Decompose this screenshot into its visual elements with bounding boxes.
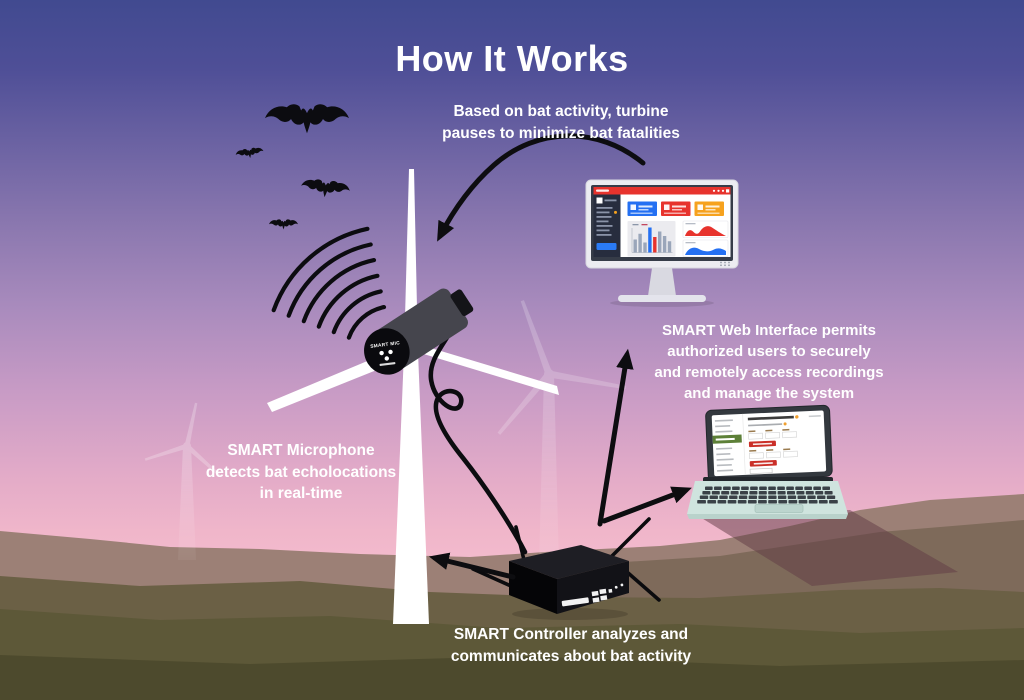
note-line: communicates about bat activity [450, 647, 692, 665]
laptop-base [687, 481, 848, 519]
bat-icon [235, 146, 265, 160]
dashboard-sidebar-button [596, 243, 617, 250]
laptop-screen [705, 404, 833, 482]
sound-waves-icon [271, 226, 387, 340]
dashboard-area-chart-blue [682, 239, 729, 257]
controller-antenna [514, 525, 526, 562]
stat-card [661, 201, 691, 216]
note-line: authorized users to securely [667, 343, 871, 360]
note-controller: SMART Controller analyzes and communicat… [421, 624, 721, 667]
note-line: and remotely access recordings [654, 364, 884, 381]
dashboard-app [593, 187, 731, 257]
arrow-controller-to-monitor [597, 348, 634, 527]
page-title: How It Works [395, 38, 629, 80]
note-web-interface: SMART Web Interface permits authorized u… [639, 320, 899, 404]
turbine-blade-right [411, 342, 559, 395]
stat-card [694, 201, 724, 216]
note-line: detects bat echolocations [205, 463, 397, 481]
note-line: SMART Web Interface permits [662, 322, 876, 339]
dashboard-area-chart-red [682, 220, 729, 238]
controller-antenna [610, 517, 651, 558]
note-line: pauses to minimize bat fatalities [442, 124, 680, 142]
controller-left-face [509, 561, 557, 614]
monitor-speaker-dots [720, 261, 730, 267]
note-line: SMART Controller analyzes and [453, 626, 689, 643]
laptop [687, 404, 958, 586]
note-line: in real-time [259, 485, 343, 502]
stat-card [627, 201, 657, 216]
bat-icon [265, 104, 349, 134]
monitor-stand [648, 268, 676, 296]
laptop-keyboard [697, 486, 838, 504]
bats [235, 104, 351, 230]
laptop-shadow [700, 510, 958, 586]
smart-controller [471, 517, 661, 620]
turbine-tower [393, 352, 429, 624]
controller-top [509, 545, 629, 579]
dashboard-topbar [593, 187, 731, 195]
arrow-controller-to-laptop [601, 486, 692, 524]
laptop-form [747, 415, 821, 475]
arrow-controller-to-turbine [428, 552, 516, 580]
arrows [428, 133, 692, 580]
note-line: and manage the system [683, 385, 855, 402]
arrow-monitor-to-turbine [437, 133, 646, 242]
mic-face-label: SMART MIC [370, 340, 401, 350]
ghost-turbine-left [144, 402, 221, 560]
controller-antenna [625, 570, 661, 602]
controller-antenna [471, 567, 513, 588]
note-turbine-pause: Based on bat activity, turbine pauses to… [411, 101, 711, 144]
note-line: Based on bat activity, turbine [453, 103, 669, 120]
laptop-sidebar [712, 413, 746, 475]
mic-rear-cap [450, 289, 474, 317]
laptop-trackpad [754, 504, 804, 513]
hill-foreground-dark [0, 655, 1024, 700]
mic-cable [428, 298, 528, 555]
note-microphone: SMART Microphone detects bat echolocatio… [176, 440, 426, 505]
controller-ports [561, 583, 624, 607]
note-line: SMART Microphone [227, 442, 375, 459]
desktop-monitor [585, 179, 739, 307]
dashboard-bar-chart [627, 221, 676, 257]
smart-microphone: SMART MIC [364, 288, 474, 375]
bat-icon [269, 219, 298, 230]
microphone-face [364, 328, 410, 375]
dashboard-stat-cards [627, 201, 724, 216]
bat-icon [300, 177, 351, 200]
controller-antennas [471, 517, 661, 602]
